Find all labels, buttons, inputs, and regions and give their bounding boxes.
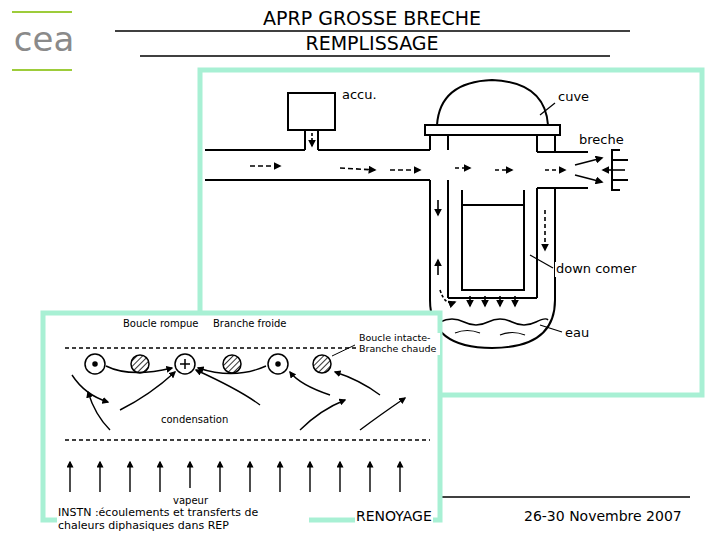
footer-text: 26-30 Novembre 2007 [523, 508, 683, 524]
detail-panel [43, 313, 440, 520]
loop-section [65, 348, 430, 440]
footer-text: INSTN :écoulements et transferts de chal… [57, 507, 309, 532]
callout-leader [332, 345, 355, 356]
leader-lines [530, 103, 562, 332]
part-label: eau [564, 326, 590, 341]
flow-arrows [250, 133, 625, 306]
part-label: down comer [555, 262, 637, 277]
slide-title: APRP GROSSE BRECHE REMPLISSAGE [242, 6, 502, 56]
footer-text: RENOYAGE [355, 508, 433, 524]
part-label: Boucle intacte- Branche chaude [358, 333, 440, 355]
part-label: breche [578, 133, 625, 148]
part-label: cuve [557, 90, 590, 105]
part-label: Branche froide [212, 318, 287, 330]
part-label: accu. [341, 88, 378, 103]
part-label: Boucle rompue [122, 318, 200, 330]
logo-text: cea [12, 20, 76, 59]
flow-label: vapeur [172, 495, 209, 507]
flow-label: condensation [160, 414, 229, 426]
reactor-vessel [205, 80, 628, 348]
steam-arrows [70, 366, 405, 492]
